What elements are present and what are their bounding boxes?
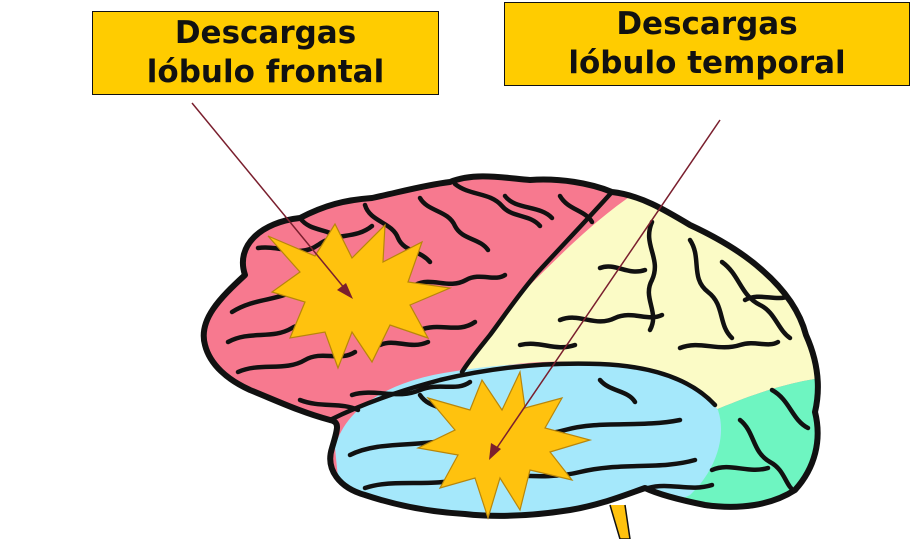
frontal-label-line2: lóbulo frontal — [93, 53, 438, 92]
frontal-discharge-label: Descargas lóbulo frontal — [92, 11, 439, 95]
temporal-label-line2: lóbulo temporal — [505, 44, 909, 83]
brainstem — [610, 505, 630, 539]
temporal-label-line1: Descargas — [505, 5, 909, 44]
frontal-label-line1: Descargas — [93, 14, 438, 53]
temporal-discharge-label: Descargas lóbulo temporal — [504, 2, 910, 86]
